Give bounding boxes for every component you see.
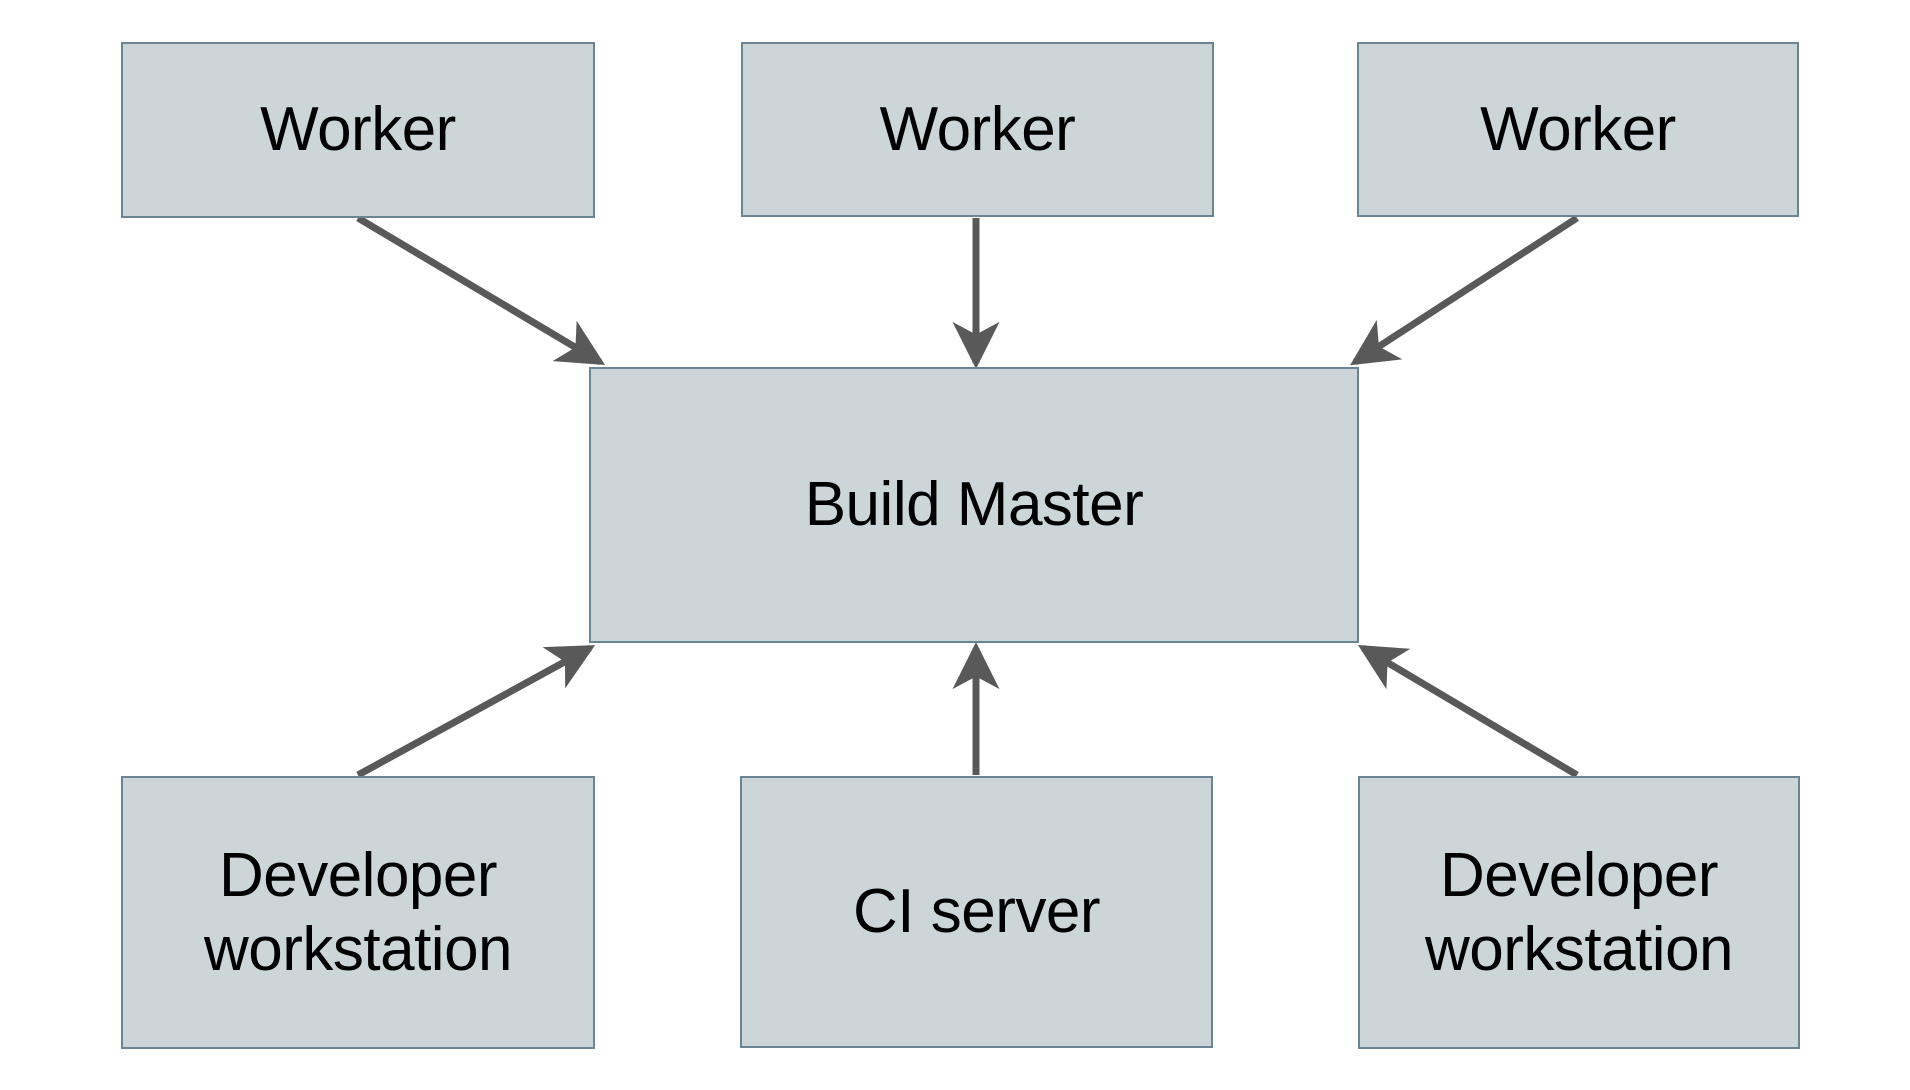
node-label: Worker [260, 95, 456, 165]
node-ci-server[interactable]: CI server [740, 776, 1213, 1048]
edge-devright-to-master [1357, 644, 1579, 779]
node-label: Worker [879, 94, 1076, 164]
node-worker-1[interactable]: Worker [121, 42, 595, 218]
node-label: Worker [1480, 94, 1676, 164]
node-dev-workstation-left[interactable]: Developer workstation [121, 776, 595, 1049]
node-label: Developer workstation [1424, 841, 1734, 984]
node-worker-3[interactable]: Worker [1357, 42, 1799, 217]
node-worker-2[interactable]: Worker [741, 42, 1214, 217]
edge-devleft-to-master [356, 644, 596, 779]
node-label: Developer workstation [203, 841, 513, 984]
node-build-master[interactable]: Build Master [589, 367, 1359, 643]
node-dev-workstation-right[interactable]: Developer workstation [1358, 776, 1800, 1049]
node-label: Build Master [804, 470, 1144, 540]
edge-worker3-to-master [1350, 215, 1579, 366]
node-label: CI server [853, 877, 1100, 947]
edge-worker1-to-master [356, 214, 606, 366]
